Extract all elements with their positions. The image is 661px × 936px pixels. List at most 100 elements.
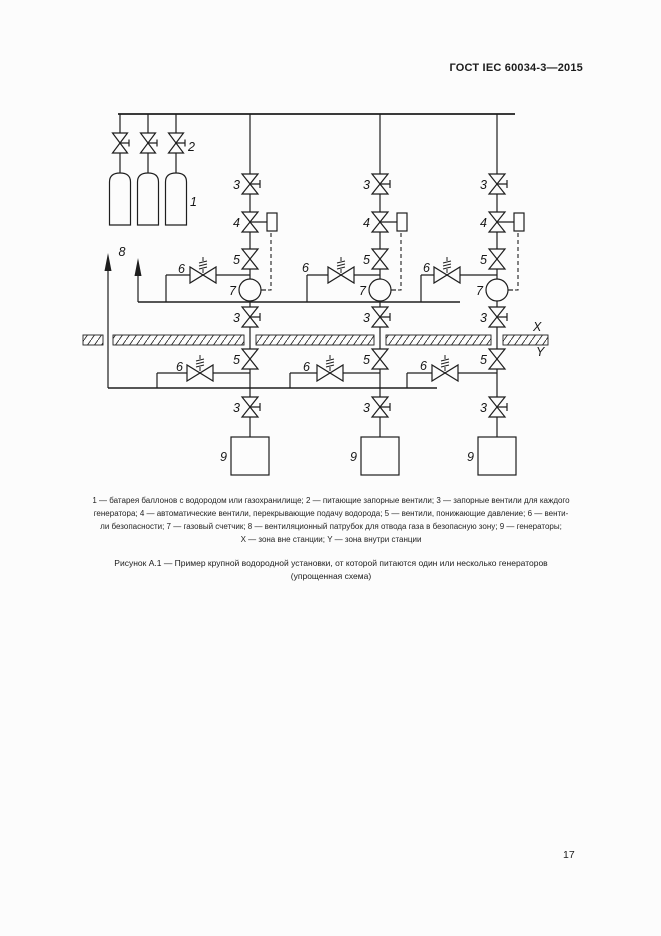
auto-valve-symbol — [241, 211, 278, 233]
safety-line — [165, 274, 250, 302]
feed-valve-symbol — [167, 132, 186, 154]
label-reducing-valve: 5 — [363, 253, 370, 267]
label-stop-valve: 3 — [233, 178, 240, 192]
label-zone-inside: Y — [536, 345, 546, 359]
label-stop-valve: 3 — [233, 311, 240, 325]
figure-legend: 1 — батарея баллонов с водородом или газ… — [45, 494, 617, 546]
lower-safety-valves: 6 6 6 — [156, 354, 497, 388]
label-safety-valve: 6 — [303, 360, 310, 374]
document-number: ГОСТ IEC 60034-3—2015 — [449, 62, 583, 74]
label-vent-pipe: 8 — [119, 245, 126, 259]
label-stop-valve: 3 — [363, 401, 370, 415]
feed-valve-symbol — [139, 132, 158, 154]
auto-valve-symbol — [371, 211, 408, 233]
reducing-valve-symbol — [488, 348, 506, 370]
wall-segment — [255, 334, 375, 346]
safety-valve-symbol — [186, 354, 214, 382]
label-gas-meter: 7 — [359, 284, 367, 298]
label-stop-valve: 3 — [363, 178, 370, 192]
figure-caption-line1: Рисунок А.1 — Пример крупной водородной … — [114, 558, 548, 568]
label-auto-valve: 4 — [480, 216, 487, 230]
vent-arrow-icon — [104, 253, 112, 271]
reducing-valve-symbol — [371, 248, 389, 270]
auto-valve-symbol — [488, 211, 525, 233]
label-gas-meter: 7 — [476, 284, 484, 298]
label-stop-valve: 3 — [480, 178, 487, 192]
generator-branch-3: 3 4 5 7 3 5 3 9 — [467, 114, 525, 476]
gas-meter-symbol — [485, 278, 514, 302]
generator-branch-2: 3 4 5 7 3 5 3 9 — [350, 114, 408, 476]
label-reducing-valve: 5 — [480, 253, 487, 267]
reducing-valve-symbol — [241, 248, 259, 270]
wall-segment — [502, 334, 549, 346]
generator-box — [360, 436, 400, 476]
label-generator: 9 — [350, 450, 357, 464]
label-generator: 9 — [467, 450, 474, 464]
stop-valve-symbol — [488, 173, 508, 195]
label-zone-outside: X — [532, 320, 542, 334]
cylinder-battery: 2 1 — [108, 113, 515, 226]
label-stop-valve: 3 — [480, 401, 487, 415]
generator-box — [230, 436, 270, 476]
figure-caption-line2: (упрощенная схема) — [290, 571, 372, 581]
label-auto-valve: 4 — [233, 216, 240, 230]
safety-valve-symbol — [327, 256, 355, 284]
gas-meter-symbol — [368, 278, 397, 302]
wall-segment — [82, 334, 104, 346]
label-battery: 1 — [190, 195, 197, 209]
label-feed-valve: 2 — [187, 140, 195, 154]
label-safety-valve: 6 — [176, 360, 183, 374]
stop-valve-symbol — [241, 396, 261, 418]
legend-line: X — зона вне станции; Y — зона внутри ст… — [240, 535, 422, 544]
stop-valve-symbol — [241, 173, 261, 195]
control-line — [513, 233, 519, 291]
reducing-valve-symbol — [241, 348, 259, 370]
vent-arrow-icon — [134, 258, 142, 276]
label-reducing-valve: 5 — [363, 353, 370, 367]
gas-cylinder — [164, 172, 188, 226]
label-stop-valve: 3 — [363, 311, 370, 325]
control-line — [396, 233, 402, 291]
figure-caption: Рисунок А.1 — Пример крупной водородной … — [45, 557, 617, 583]
label-stop-valve: 3 — [480, 311, 487, 325]
label-safety-valve: 6 — [178, 262, 185, 276]
safety-valve-symbol — [316, 354, 344, 382]
stop-valve-symbol — [371, 173, 391, 195]
label-reducing-valve: 5 — [233, 353, 240, 367]
gas-meter-symbol — [238, 278, 267, 302]
stop-valve-symbol — [488, 306, 508, 328]
label-reducing-valve: 5 — [233, 253, 240, 267]
stop-valve-symbol — [371, 396, 391, 418]
label-reducing-valve: 5 — [480, 353, 487, 367]
legend-line: ли безопасности; 7 — газовый счетчик; 8 … — [100, 522, 562, 531]
page-number: 17 — [563, 849, 575, 861]
label-safety-valve: 6 — [423, 261, 430, 275]
stop-valve-symbol — [241, 306, 261, 328]
reducing-valve-symbol — [371, 348, 389, 370]
label-safety-valve: 6 — [420, 359, 427, 373]
gas-cylinder — [108, 172, 132, 226]
label-auto-valve: 4 — [363, 216, 370, 230]
legend-line: генератора; 4 — автоматические вентили, … — [93, 509, 569, 518]
safety-valve-symbol — [189, 256, 217, 284]
generator-branch-1: 3 4 5 7 3 5 3 9 — [220, 114, 278, 476]
feed-valve-symbol — [111, 132, 130, 154]
upper-safety-valves: 6 6 6 — [165, 256, 497, 302]
reducing-valve-symbol — [488, 248, 506, 270]
generator-box — [477, 436, 517, 476]
label-stop-valve: 3 — [233, 401, 240, 415]
stop-valve-symbol — [371, 306, 391, 328]
label-generator: 9 — [220, 450, 227, 464]
safety-valve-symbol — [431, 354, 459, 382]
safety-valve-symbol — [433, 256, 461, 284]
stop-valve-symbol — [488, 396, 508, 418]
label-safety-valve: 6 — [302, 261, 309, 275]
gas-cylinder — [136, 172, 160, 226]
vent-system: 8 — [104, 245, 460, 389]
wall-segment — [112, 334, 245, 346]
legend-line: 1 — батарея баллонов с водородом или газ… — [92, 496, 570, 505]
label-gas-meter: 7 — [229, 284, 237, 298]
wall-segment — [385, 334, 492, 346]
